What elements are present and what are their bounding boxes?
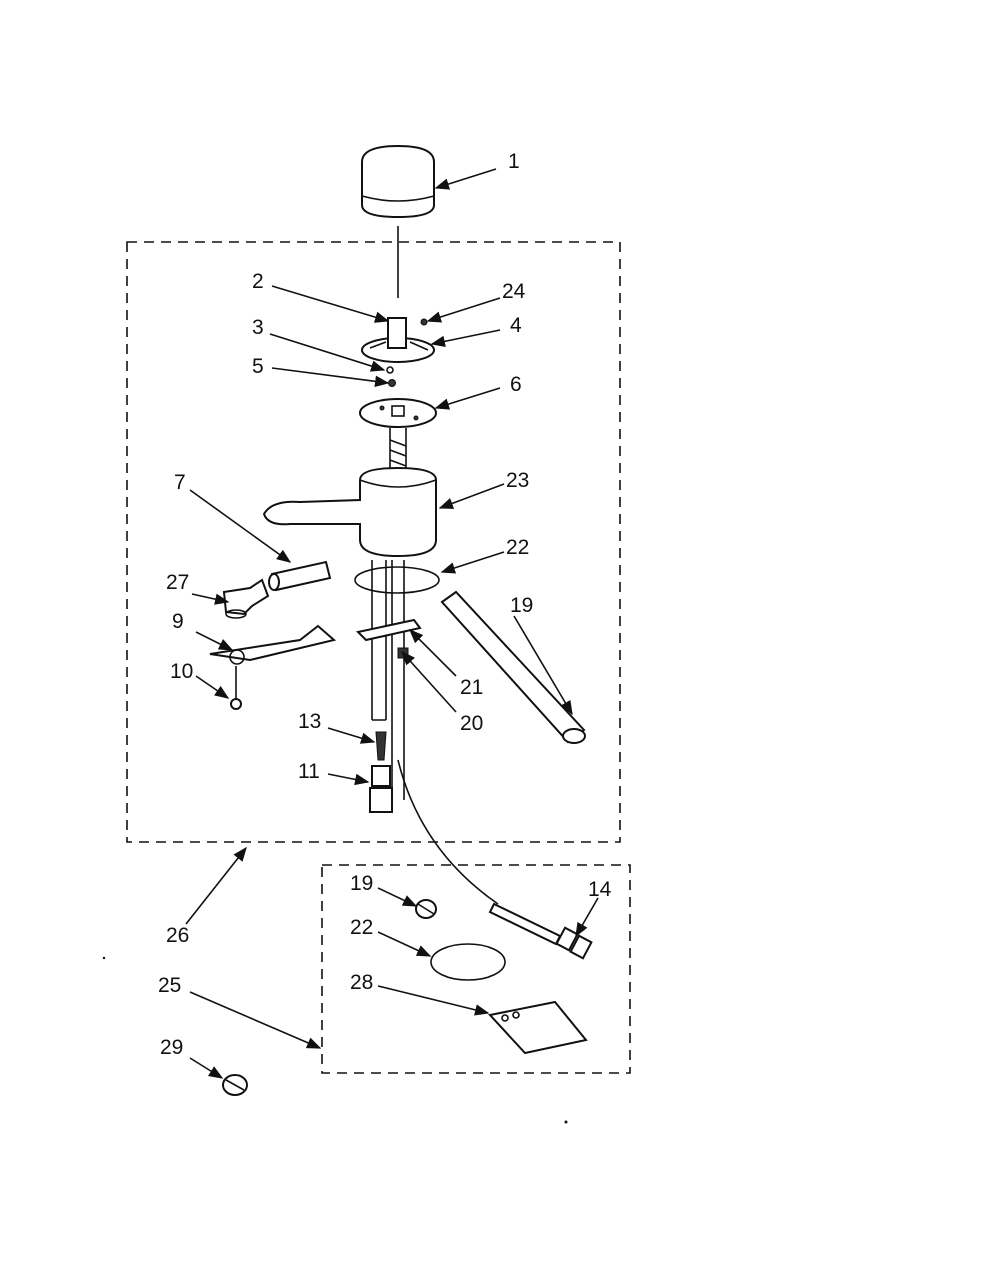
spray-hose-line xyxy=(397,759,499,905)
callout-9: 9 xyxy=(172,610,184,633)
callout-6: 6 xyxy=(510,373,522,396)
washer-part xyxy=(386,366,394,374)
kit-gasket-plates-part xyxy=(488,1000,588,1055)
callout-3: 3 xyxy=(252,316,264,339)
spout-body-part xyxy=(262,466,437,558)
callout-5: 5 xyxy=(252,355,264,378)
callout-22-kit: 22 xyxy=(350,916,373,939)
callout-13: 13 xyxy=(298,710,321,733)
bracket-hole xyxy=(229,649,245,665)
elbow-fitting-part xyxy=(222,578,270,619)
callout-20: 20 xyxy=(460,712,483,735)
side-hose-part xyxy=(440,590,586,744)
kit-o-ring-part xyxy=(430,943,506,981)
top-plate-part xyxy=(359,398,437,428)
callout-25: 25 xyxy=(158,974,181,997)
callout-10: 10 xyxy=(170,660,193,683)
scan-speck xyxy=(564,1120,568,1124)
tube-part xyxy=(268,560,332,592)
assembly-26-boundary xyxy=(126,241,621,843)
callout-2: 2 xyxy=(252,270,264,293)
callout-19-kit: 19 xyxy=(350,872,373,895)
knob-cap-part xyxy=(361,144,435,219)
kit-clamp-part xyxy=(415,899,437,919)
callout-14: 14 xyxy=(588,878,612,901)
o-ring-part xyxy=(354,566,440,594)
callout-19: 19 xyxy=(510,594,533,617)
clip-part xyxy=(355,618,422,642)
callout-4: 4 xyxy=(510,314,522,337)
cone-part xyxy=(375,731,387,761)
callout-29: 29 xyxy=(160,1036,183,1059)
callout-23: 23 xyxy=(506,469,529,492)
callout-7: 7 xyxy=(174,471,186,494)
small-screw-part xyxy=(388,379,396,387)
callout-22: 22 xyxy=(506,536,529,559)
callout-11: 11 xyxy=(298,760,320,783)
hose-coupling-part xyxy=(488,902,593,960)
callout-24: 24 xyxy=(502,280,526,303)
callout-26: 26 xyxy=(166,924,189,947)
bracket-part xyxy=(209,624,337,662)
callout-21: 21 xyxy=(460,676,483,699)
hose-clamp-part xyxy=(222,1074,248,1096)
screw-part xyxy=(230,666,242,710)
kit-25-boundary xyxy=(321,864,631,1074)
callout-27: 27 xyxy=(166,571,189,594)
connector-part xyxy=(369,765,393,813)
cam-stem-part xyxy=(361,317,435,363)
scan-speck xyxy=(102,956,106,960)
valve-shaft-part xyxy=(371,560,405,800)
leader-lines xyxy=(185,168,599,1079)
callout-28: 28 xyxy=(350,971,373,994)
callout-1: 1 xyxy=(508,150,520,173)
